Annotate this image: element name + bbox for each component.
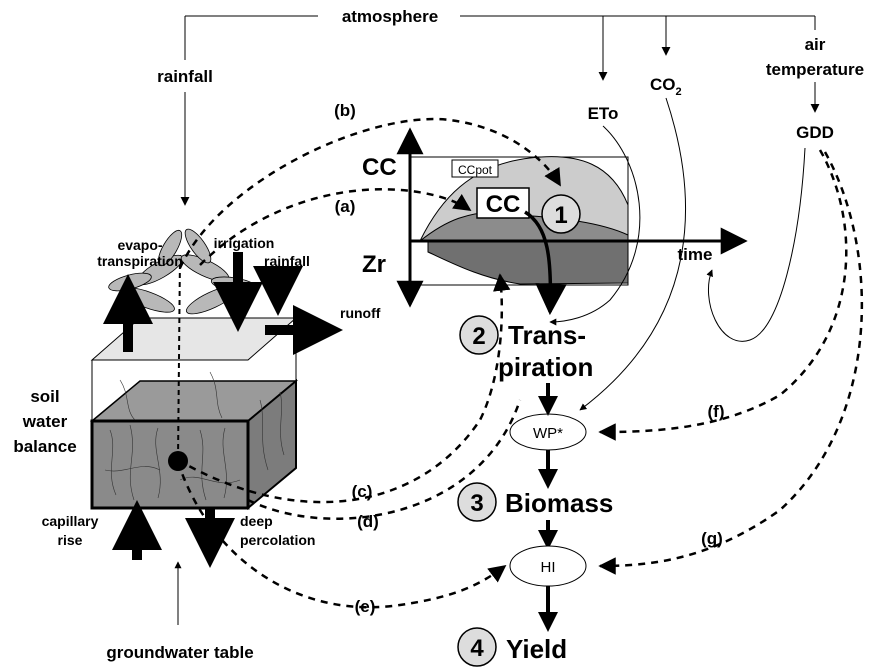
transpiration-line1: Trans-	[508, 320, 586, 350]
capillary-label-line1: capillary	[42, 513, 99, 529]
link-a-label: (a)	[335, 197, 356, 216]
zr-axis-label: Zr	[362, 251, 386, 278]
canopy-chart	[396, 127, 748, 308]
step3-circle	[457, 482, 497, 522]
cc-box-label: CC	[486, 191, 521, 218]
soil-block	[89, 317, 299, 511]
ccpot-label: CCpot	[458, 163, 493, 177]
step2-circle	[459, 315, 499, 355]
evapo-label-line1: evapo-	[117, 237, 162, 253]
soil-balance-line1: soil	[30, 387, 59, 406]
co2-to-wp	[579, 97, 687, 411]
deep-label-line2: percolation	[240, 532, 315, 548]
link-d	[247, 399, 522, 520]
gdd-to-time	[706, 147, 806, 342]
link-b-label: (b)	[334, 101, 356, 120]
soil-balance-line3: balance	[13, 437, 76, 456]
step3-number: 3	[470, 490, 483, 517]
soil-flux-arrows	[103, 252, 343, 625]
dashed-feedback-curves	[176, 117, 864, 609]
step1-circle	[541, 194, 581, 234]
eto-label: ETo	[588, 104, 619, 123]
cc-box	[476, 187, 530, 219]
gdd-label: GDD	[796, 123, 834, 142]
cc-axis-label: CC	[362, 154, 397, 181]
link-b	[178, 117, 562, 269]
thin-influence-curves	[549, 97, 806, 411]
link-a	[199, 188, 472, 266]
capillary-label-line2: rise	[58, 532, 83, 548]
steps-column	[457, 315, 587, 667]
rainfall-atmosphere-label: rainfall	[157, 67, 213, 86]
rainfall-soil-label: rainfall	[264, 253, 310, 269]
yield-label: Yield	[506, 634, 567, 664]
soil-balance-line2: water	[22, 412, 68, 431]
wp-label: WP*	[533, 425, 563, 442]
step4-circle	[457, 627, 497, 667]
step4-number: 4	[470, 635, 484, 662]
ccpot-box	[451, 159, 499, 178]
link-f-label: (f)	[708, 402, 725, 421]
cc-to-transpiration-arrow	[524, 210, 567, 316]
step2-number: 2	[472, 323, 485, 350]
atmosphere-label: atmosphere	[342, 7, 438, 26]
groundwater-label: groundwater table	[106, 643, 253, 662]
atmosphere-bracket	[180, 15, 820, 206]
biomass-label: Biomass	[505, 488, 613, 518]
link-c-label: (c)	[352, 482, 373, 501]
link-g	[598, 151, 864, 575]
runoff-label: runoff	[340, 305, 381, 321]
co2-label: CO2	[650, 75, 682, 98]
link-d-label: (d)	[357, 512, 379, 531]
deep-label-line1: deep	[240, 513, 273, 529]
air-temperature-line1: air	[805, 35, 826, 54]
irrigation-label: irrigation	[214, 235, 275, 251]
link-g-label: (g)	[701, 529, 723, 548]
link-e-label: (e)	[355, 597, 376, 616]
evapo-label-line2: transpiration	[97, 253, 183, 269]
link-f	[598, 149, 848, 441]
time-label: time	[678, 245, 713, 264]
hi-label: HI	[541, 559, 556, 576]
eto-to-transpiration	[549, 125, 641, 326]
air-temperature-line2: temperature	[766, 60, 864, 79]
step1-number: 1	[554, 202, 567, 229]
transpiration-line2: piration	[498, 352, 593, 382]
